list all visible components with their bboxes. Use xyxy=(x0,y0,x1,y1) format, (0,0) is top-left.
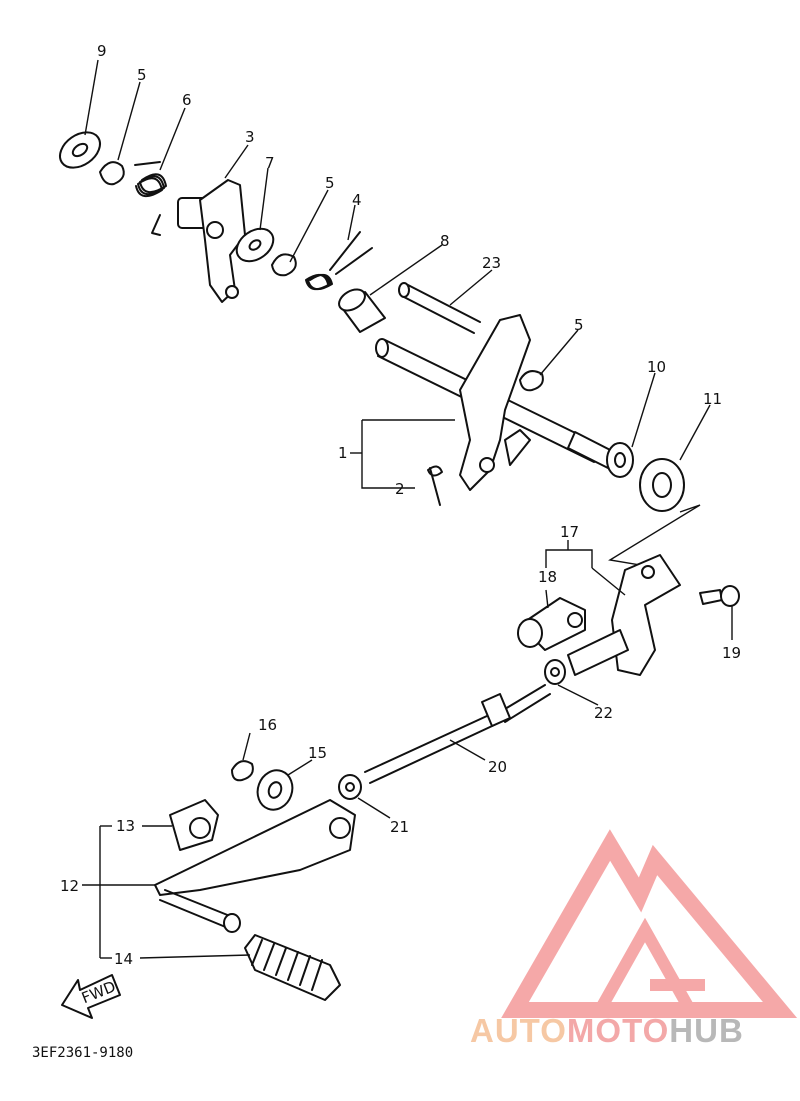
washer-10 xyxy=(606,442,634,478)
callout-20: 20 xyxy=(488,758,507,776)
washer-15 xyxy=(256,769,294,811)
watermark-logo xyxy=(501,829,798,1018)
watermark-hub: HUB xyxy=(669,1012,744,1049)
callout-19: 19 xyxy=(722,644,741,662)
callout-6: 6 xyxy=(182,91,192,109)
pin-23 xyxy=(398,282,481,334)
spring-4 xyxy=(305,231,373,291)
washer-9 xyxy=(59,131,101,169)
callout-9: 9 xyxy=(97,42,107,60)
shift-pedal-12 xyxy=(154,799,356,933)
joint-18 xyxy=(517,597,586,651)
callout-5a: 5 xyxy=(137,66,147,84)
rod-end-17 xyxy=(567,554,681,676)
bolt-19 xyxy=(699,585,740,607)
circlip-16 xyxy=(231,760,254,782)
callout-2: 2 xyxy=(395,480,405,498)
pedal-rubber-14 xyxy=(244,934,341,1001)
watermark-moto: MOTO xyxy=(566,1012,670,1049)
watermark-brand: AUTOMOTOHUB xyxy=(470,1012,744,1050)
callout-numbers: 9 5 6 3 7 5 4 8 23 5 10 11 1 2 17 18 19 … xyxy=(60,42,741,968)
callout-23: 23 xyxy=(482,254,501,272)
leader-lines-upper xyxy=(84,59,711,566)
shift-arm-3 xyxy=(177,179,246,303)
shift-rod-20 xyxy=(364,684,551,784)
spring-6 xyxy=(134,161,167,236)
watermark-auto: AUTO xyxy=(470,1012,567,1049)
callout-5b: 5 xyxy=(325,174,335,192)
shift-shaft-1 xyxy=(375,314,621,491)
joint-13 xyxy=(169,799,219,851)
callout-1: 1 xyxy=(338,444,348,462)
callout-10: 10 xyxy=(647,358,666,376)
callout-17: 17 xyxy=(560,523,579,541)
callout-15: 15 xyxy=(308,744,327,762)
callout-7: 7 xyxy=(265,154,275,172)
callout-5c: 5 xyxy=(574,316,584,334)
leader-lines-lower xyxy=(82,732,313,959)
callout-8: 8 xyxy=(440,232,450,250)
callout-18: 18 xyxy=(538,568,557,586)
washer-7 xyxy=(235,227,275,263)
callout-16: 16 xyxy=(258,716,277,734)
callout-11: 11 xyxy=(703,390,722,408)
circlip-5-mid xyxy=(271,253,297,277)
callout-3: 3 xyxy=(245,128,255,146)
fwd-arrow-icon: FWD xyxy=(61,974,121,1019)
callout-12: 12 xyxy=(60,877,79,895)
callout-21: 21 xyxy=(390,818,409,836)
callout-14: 14 xyxy=(114,950,133,968)
part-code: 3EF2361-9180 xyxy=(32,1045,133,1061)
callout-13: 13 xyxy=(116,817,135,835)
bushing-8 xyxy=(338,288,386,333)
circlip-5-top xyxy=(99,161,125,186)
spring-2 xyxy=(427,465,443,506)
callout-22: 22 xyxy=(594,704,613,722)
callout-4: 4 xyxy=(352,191,362,209)
nut-21 xyxy=(338,774,362,800)
oil-seal-11 xyxy=(639,458,685,512)
circlip-5-right xyxy=(519,370,544,392)
leader-lines-middle xyxy=(357,540,733,819)
nut-22 xyxy=(544,659,566,685)
